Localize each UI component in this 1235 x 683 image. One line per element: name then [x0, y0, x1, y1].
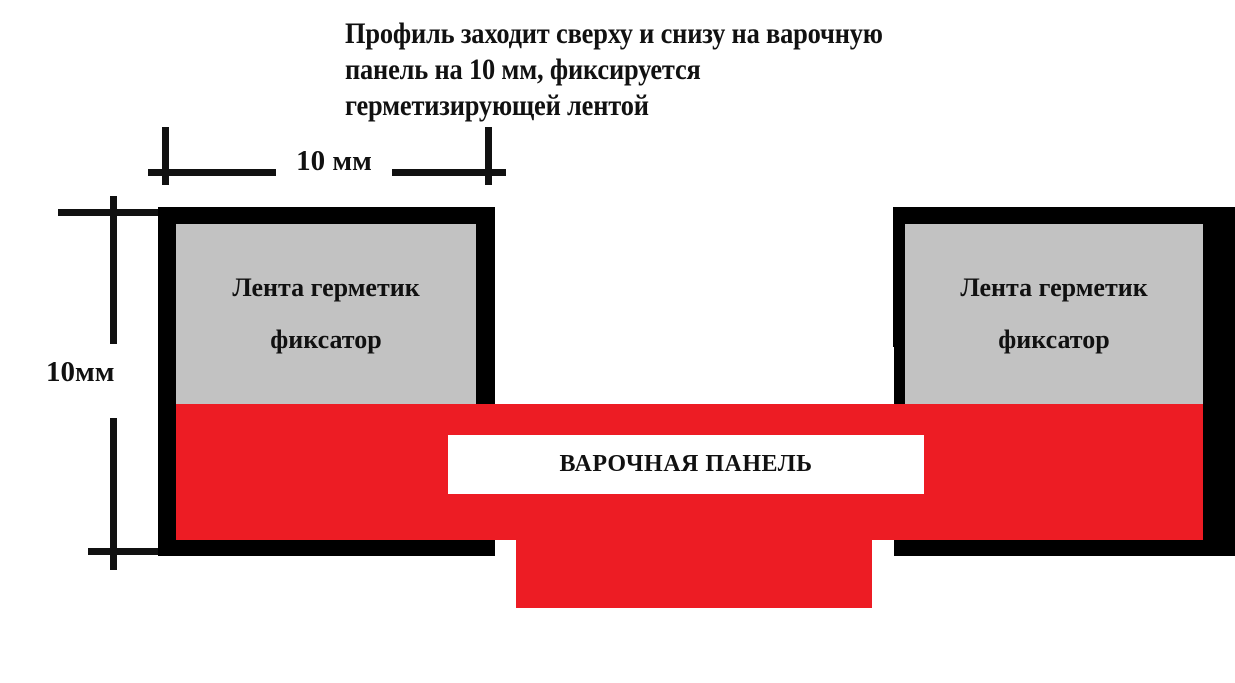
title-line-2: панель на 10 мм, фиксируется — [345, 53, 701, 86]
vertical-dimension-line-top — [110, 196, 117, 344]
vertical-dimension-line-bottom — [110, 418, 117, 570]
sealing-tape-right-line-2: фиксатор — [998, 325, 1110, 354]
sealing-tape-left-line-2: фиксатор — [270, 325, 382, 354]
dimension-tick-right — [485, 127, 492, 185]
dimension-tick-top — [58, 209, 158, 216]
horizontal-dimension-line-left — [148, 169, 278, 176]
sealing-tape-right: Лента герметик фиксатор — [905, 224, 1203, 404]
sealing-tape-left: Лента герметик фиксатор — [176, 224, 476, 404]
vertical-dimension-label: 10мм — [46, 358, 166, 387]
hob-label-plate: ВАРОЧНАЯ ПАНЕЛЬ — [448, 435, 924, 494]
title-line-1: Профиль заходит сверху и снизу на варочн… — [345, 17, 883, 50]
horizontal-dimension-line-right — [388, 169, 506, 176]
diagram-title: Профиль заходит сверху и снизу на варочн… — [345, 16, 1040, 124]
horizontal-dimension-label: 10 мм — [276, 147, 392, 176]
hob-bottom-tab — [516, 540, 872, 608]
title-line-3: герметизирующей лентой — [345, 89, 649, 122]
sealing-tape-left-line-1: Лента герметик — [232, 273, 420, 302]
dimension-tick-bottom — [88, 548, 158, 555]
sealing-tape-right-line-1: Лента герметик — [960, 273, 1148, 302]
dimension-tick-left — [162, 127, 169, 185]
